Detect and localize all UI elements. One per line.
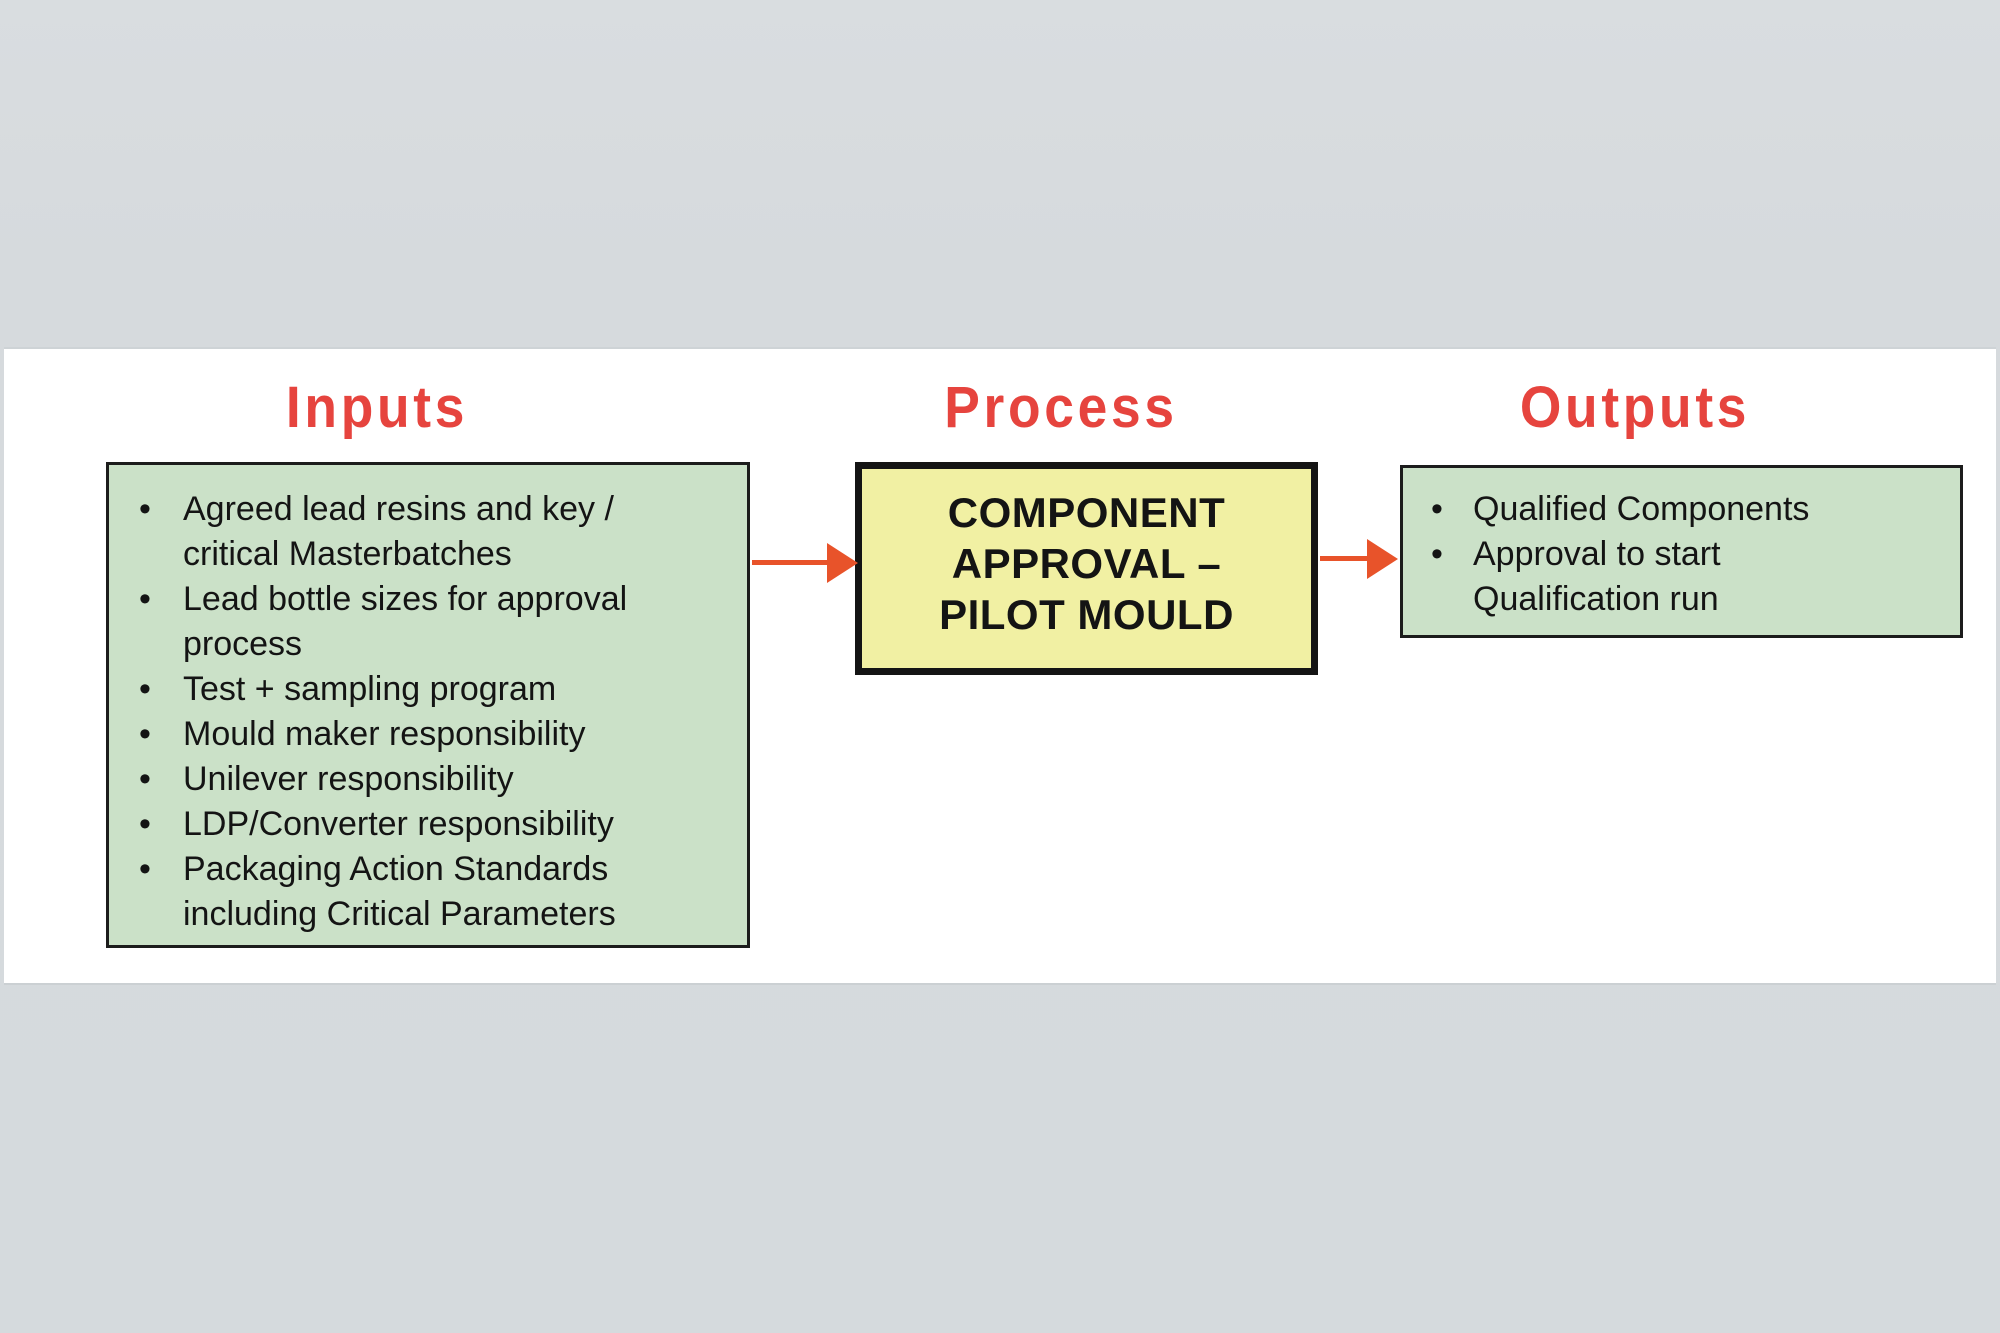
process-box-text: PILOT MOULD <box>939 591 1234 638</box>
bullet-text: process <box>183 625 303 663</box>
bullet-text: including Critical Parameters <box>183 895 616 933</box>
bullet-text: Packaging Action Standards <box>183 850 609 888</box>
bullet-text: Unilever responsibility <box>183 760 514 798</box>
bullet-text: Test + sampling program <box>183 670 557 708</box>
bullet-icon: • <box>139 670 151 708</box>
bullet-icon: • <box>139 805 151 843</box>
bullet-text: Lead bottle sizes for approval <box>183 580 628 618</box>
list-item: • Agreed lead resins and key / critical … <box>109 487 733 577</box>
list-item: • Mould maker responsibility <box>109 712 733 757</box>
list-item: • LDP/Converter responsibility <box>109 802 733 847</box>
bullet-text: LDP/Converter responsibility <box>183 805 614 843</box>
outputs-bullet-list: • Qualified Components • Approval to sta… <box>1403 468 1960 622</box>
bullet-icon: • <box>139 715 151 753</box>
bullet-icon: • <box>139 580 151 618</box>
inputs-bullet-list: • Agreed lead resins and key / critical … <box>109 465 747 937</box>
outputs-column-heading: Outputs <box>1519 375 1751 440</box>
bullet-text: Approval to start <box>1473 535 1721 573</box>
list-item: • Qualified Components <box>1403 487 1946 532</box>
list-item: • Packaging Action Standards including C… <box>109 847 733 937</box>
list-item: • Unilever responsibility <box>109 757 733 802</box>
list-item: • Approval to start Qualification run <box>1403 532 1946 622</box>
process-box-text: COMPONENT <box>947 489 1226 536</box>
inputs-to-process-arrow-icon <box>752 560 827 565</box>
bullet-text: Mould maker responsibility <box>183 715 586 753</box>
bullet-icon: • <box>1431 490 1443 528</box>
bullet-text: Agreed lead resins and key / <box>183 490 614 528</box>
inputs-column-heading: Inputs <box>285 375 469 440</box>
bullet-icon: • <box>139 850 151 888</box>
process-box-text: APPROVAL – <box>951 540 1222 587</box>
bullet-icon: • <box>139 490 151 528</box>
bullet-icon: • <box>139 760 151 798</box>
bullet-icon: • <box>1431 535 1443 573</box>
process-box: COMPONENT APPROVAL – PILOT MOULD <box>855 462 1318 675</box>
process-to-outputs-arrow-icon <box>1320 556 1367 561</box>
inputs-box: • Agreed lead resins and key / critical … <box>106 462 750 948</box>
bullet-text: critical Masterbatches <box>183 535 512 573</box>
bullet-text: Qualification run <box>1473 580 1719 618</box>
list-item: • Lead bottle sizes for approval process <box>109 577 733 667</box>
list-item: • Test + sampling program <box>109 667 733 712</box>
process-column-heading: Process <box>944 375 1178 440</box>
bullet-text: Qualified Components <box>1473 490 1810 528</box>
outputs-box: • Qualified Components • Approval to sta… <box>1400 465 1963 638</box>
